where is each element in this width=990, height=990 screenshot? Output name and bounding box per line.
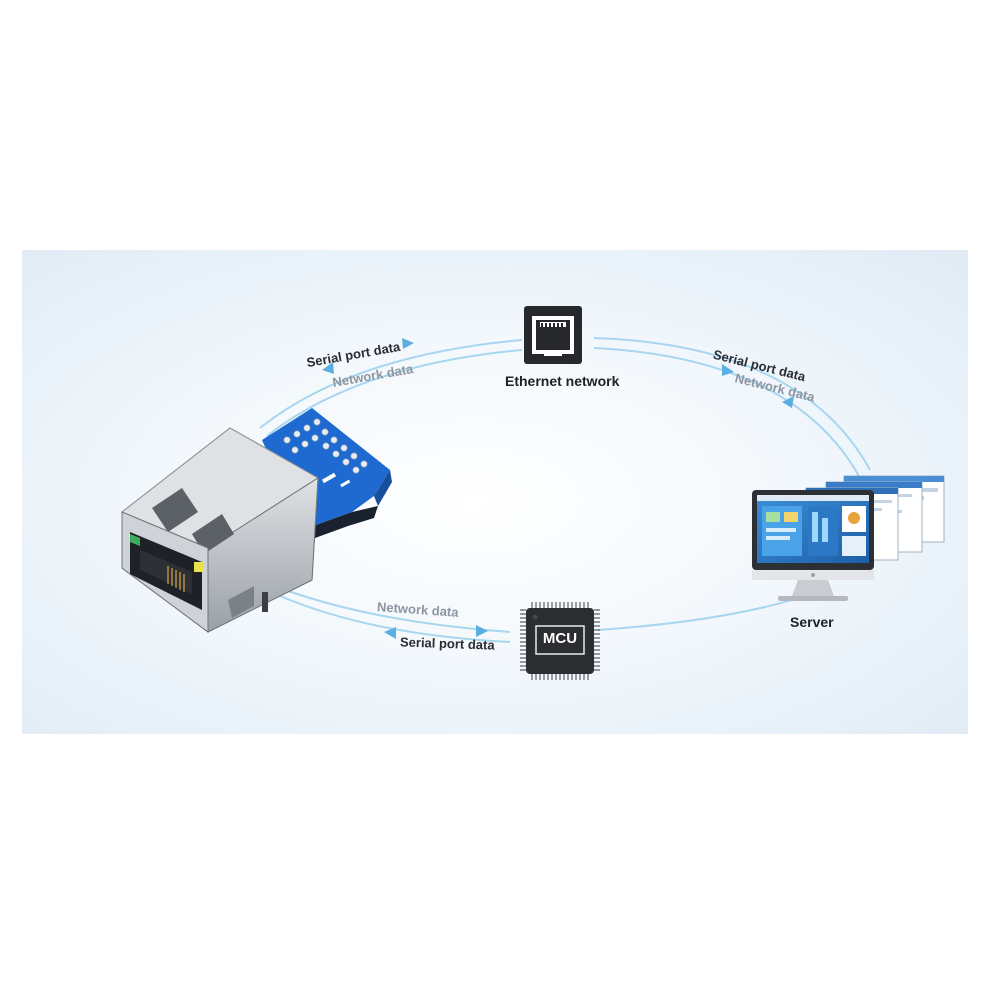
- server-label: Server: [790, 614, 834, 630]
- ethernet-port-icon: [524, 306, 582, 364]
- mcu-chip-text: MCU: [542, 630, 578, 647]
- flow-line-module-mcu-inner: [279, 595, 511, 643]
- flow-line-module-ethernet-outer: [259, 339, 523, 429]
- mcu-chip-icon: [520, 602, 600, 680]
- arrow-to-module-bottom: [384, 627, 396, 639]
- flow-arrows: [322, 338, 794, 639]
- diagram-stage: Serial port data Network data Serial por…: [22, 250, 968, 734]
- ethernet-serial-module-icon: [121, 408, 392, 633]
- flow-diagram: [121, 306, 945, 680]
- arrow-to-mcu: [476, 625, 488, 637]
- flow-lines: [259, 337, 871, 643]
- flow-line-ethernet-server-inner: [593, 347, 861, 479]
- ethernet-network-label: Ethernet network: [505, 373, 620, 389]
- arrow-to-ethernet: [402, 338, 414, 349]
- monitor-server-icon: [752, 475, 945, 601]
- arrow-to-module: [322, 362, 334, 374]
- flow-line-module-ethernet-inner: [266, 349, 523, 437]
- flow-line-ethernet-server-outer: [593, 337, 871, 471]
- arrow-to-ethernet-right: [782, 396, 794, 408]
- arrow-to-server: [722, 364, 734, 376]
